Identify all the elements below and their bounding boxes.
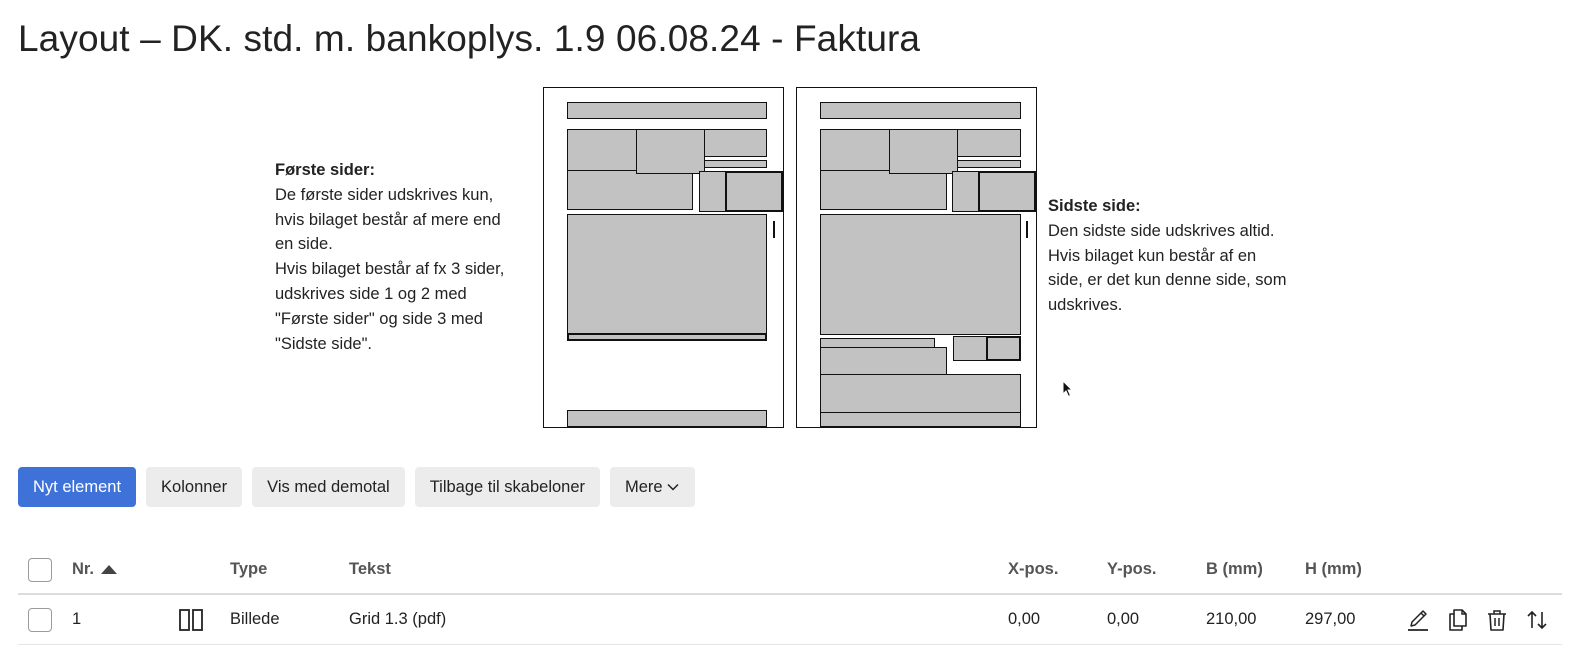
layout-box-total[interactable] xyxy=(567,333,767,341)
chevron-down-icon xyxy=(667,483,679,491)
elements-table: Nr. Type Tekst X-pos. Y-pos. B (mm) H (m… xyxy=(18,546,1562,645)
table-header: Nr. Type Tekst X-pos. Y-pos. B (mm) H (m… xyxy=(18,546,1562,595)
layout-box-info-right[interactable] xyxy=(957,129,1021,157)
layout-box-sender[interactable] xyxy=(567,129,637,173)
back-to-templates-button[interactable]: Tilbage til skabeloner xyxy=(414,467,601,507)
layout-box-company[interactable] xyxy=(889,129,958,174)
layout-box-address[interactable] xyxy=(820,170,947,210)
text-cursor-marker xyxy=(773,221,775,238)
more-dropdown-button[interactable]: Mere xyxy=(610,467,695,507)
trash-icon xyxy=(1488,609,1506,631)
layout-box-meta-b[interactable] xyxy=(725,171,783,212)
layout-box-payment-info[interactable] xyxy=(820,374,1021,414)
layout-box-line-right[interactable] xyxy=(703,160,767,168)
layout-box-lines[interactable] xyxy=(567,214,767,335)
table-row[interactable]: 1 Billede Grid 1.3 (pdf) 0,00 0,00 210,0… xyxy=(18,595,1562,645)
row-checkbox[interactable] xyxy=(28,607,52,632)
first-pages-preview[interactable] xyxy=(543,87,784,428)
last-page-line: udskrives. xyxy=(1048,296,1123,315)
layout-box-meta-a[interactable] xyxy=(952,171,980,212)
layout-box-notes[interactable] xyxy=(820,347,947,375)
last-page-heading: Sidste side: xyxy=(1048,197,1141,215)
layout-box-lines[interactable] xyxy=(820,214,1021,335)
copy-icon xyxy=(1449,608,1467,631)
first-pages-line: De første sider udskrives kun, xyxy=(275,185,494,204)
first-pages-line: hvis bilaget består af mere end xyxy=(275,210,501,229)
copy-button[interactable] xyxy=(1445,595,1471,644)
reorder-handle[interactable] xyxy=(1524,595,1550,644)
layout-box-address[interactable] xyxy=(567,170,693,210)
layout-box-meta-b[interactable] xyxy=(978,171,1036,212)
layout-box-header[interactable] xyxy=(567,102,767,119)
layout-box-company[interactable] xyxy=(636,129,705,174)
column-header-x-pos[interactable]: X-pos. xyxy=(1008,560,1059,578)
last-page-line: Den sidste side udskrives altid. xyxy=(1048,221,1275,240)
mouse-pointer-icon xyxy=(1062,380,1074,398)
last-page-preview[interactable] xyxy=(796,87,1037,428)
layout-box-meta-a[interactable] xyxy=(699,171,727,212)
text-cursor-marker xyxy=(1026,221,1028,238)
show-demo-button[interactable]: Vis med demotal xyxy=(252,467,405,507)
row-text: Grid 1.3 (pdf) xyxy=(349,610,447,628)
column-header-type[interactable]: Type xyxy=(230,560,268,578)
column-header-y-pos[interactable]: Y-pos. xyxy=(1107,560,1157,578)
layout-box-sender[interactable] xyxy=(820,129,892,173)
delete-button[interactable] xyxy=(1484,595,1510,644)
column-header-nr-label: Nr. xyxy=(72,560,95,578)
row-y-pos: 0,00 xyxy=(1107,610,1140,628)
layout-box-line-right[interactable] xyxy=(957,160,1021,168)
first-pages-line: Hvis bilaget består af fx 3 sider, xyxy=(275,260,505,279)
new-element-button[interactable]: Nyt element xyxy=(18,467,137,507)
column-header-text[interactable]: Tekst xyxy=(349,560,391,578)
column-header-nr[interactable]: Nr. xyxy=(72,546,118,593)
layout-box-footer[interactable] xyxy=(820,412,1021,427)
toolbar: Nyt element Kolonner Vis med demotal Til… xyxy=(18,467,695,507)
first-pages-line: udskrives side 1 og 2 med xyxy=(275,284,467,303)
row-nr: 1 xyxy=(72,610,82,628)
last-page-line: Hvis bilaget kun består af en xyxy=(1048,246,1257,265)
image-columns-icon xyxy=(179,608,203,631)
layout-box-footer[interactable] xyxy=(567,410,767,427)
first-pages-line: "Første sider" og side 3 med xyxy=(275,309,483,328)
sort-arrows-icon xyxy=(1527,610,1547,629)
row-type: Billede xyxy=(230,610,280,628)
columns-button[interactable]: Kolonner xyxy=(146,467,243,507)
row-width: 210,00 xyxy=(1206,610,1257,628)
last-page-line: side, er det kun denne side, som xyxy=(1048,271,1287,290)
sort-ascending-icon xyxy=(101,565,118,574)
last-page-description: Sidste side: Den sidste side udskrives a… xyxy=(1048,194,1286,318)
page-title: Layout – DK. std. m. bankoplys. 1.9 06.0… xyxy=(18,18,921,59)
first-pages-description: Første sider: De første sider udskrives … xyxy=(275,158,504,356)
first-pages-line: "Sidste side". xyxy=(275,334,373,353)
layout-box-header[interactable] xyxy=(820,102,1021,119)
layout-box-vat-a[interactable] xyxy=(953,336,987,361)
row-height: 297,00 xyxy=(1305,610,1356,628)
column-header-height[interactable]: H (mm) xyxy=(1305,560,1362,578)
first-pages-heading: Første sider: xyxy=(275,161,375,179)
layout-box-info-right[interactable] xyxy=(703,129,767,157)
more-label: Mere xyxy=(625,477,663,496)
edit-icon xyxy=(1408,609,1428,631)
column-header-width[interactable]: B (mm) xyxy=(1206,560,1263,578)
edit-button[interactable] xyxy=(1405,595,1431,644)
row-x-pos: 0,00 xyxy=(1008,610,1041,628)
layout-box-vat-b[interactable] xyxy=(986,336,1021,361)
select-all-checkbox[interactable] xyxy=(28,557,52,582)
first-pages-line: en side. xyxy=(275,235,333,254)
